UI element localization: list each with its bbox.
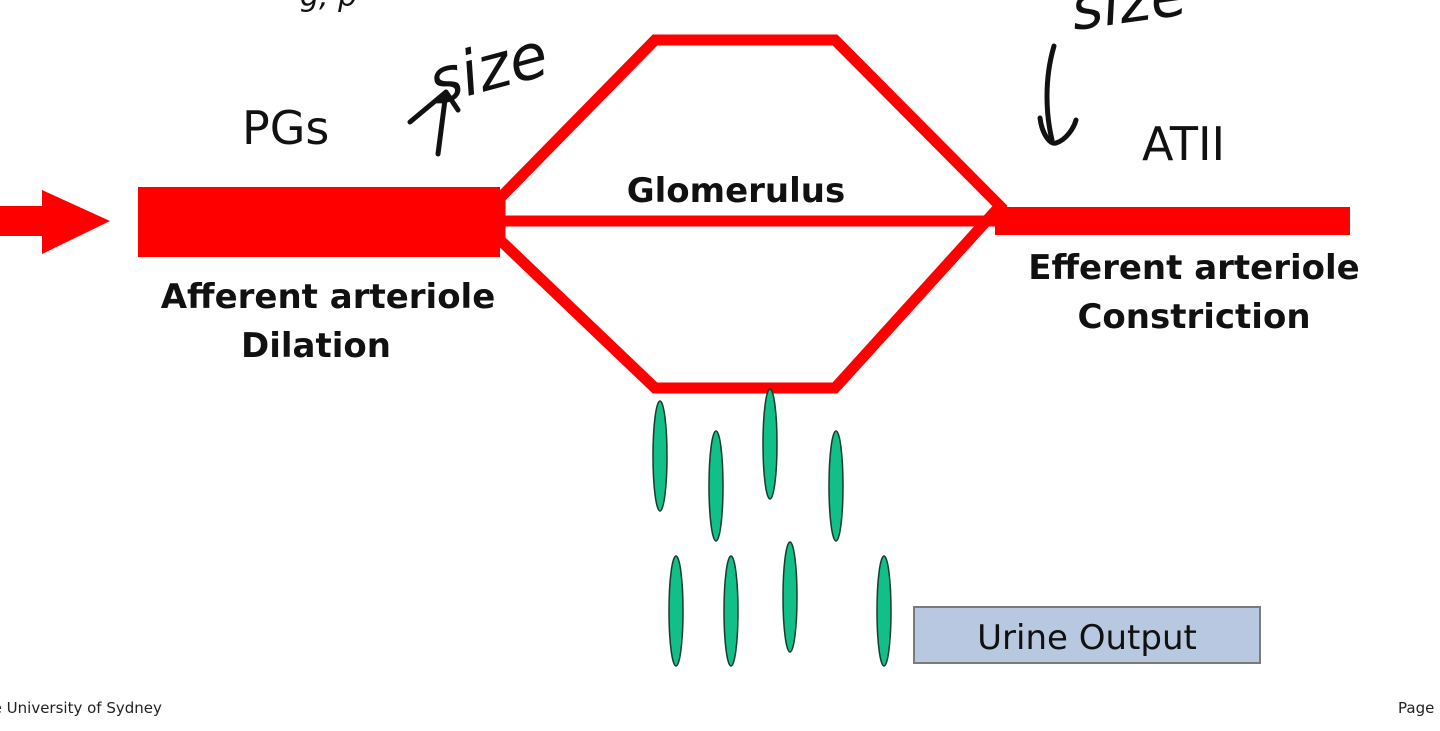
handwritten-size-right: size	[1067, 0, 1192, 45]
urine-output-label: Urine Output	[977, 618, 1197, 658]
efferent-constriction-label: Constriction	[1077, 297, 1310, 337]
footer-university: The University of Sydney	[0, 699, 162, 717]
top-handwriting-fragment: g, p	[300, 0, 357, 14]
filtrate-drop	[652, 400, 668, 512]
afferent-arteriole	[138, 187, 500, 257]
handwritten-annotation-left: size	[407, 18, 555, 157]
filtrate-drop	[762, 388, 778, 500]
urine-output-box	[913, 606, 1261, 664]
afferent-dilation-label: Dilation	[241, 326, 391, 366]
pgs-label: PGs	[242, 101, 329, 155]
down-arrow-icon	[1037, 43, 1079, 146]
up-arrow-icon	[407, 89, 461, 157]
filtrate-drop	[828, 430, 844, 542]
filtrate-drop	[782, 541, 798, 653]
footer-page: Page	[1398, 699, 1434, 717]
filtrate-drop	[723, 555, 739, 667]
atii-label: ATII	[1142, 117, 1225, 171]
incoming-flow-arrow	[0, 190, 110, 254]
efferent-arteriole	[995, 207, 1350, 235]
filtrate-drop	[708, 430, 724, 542]
filtrate-drop	[876, 555, 892, 667]
afferent-arteriole-label: Afferent arteriole	[161, 277, 496, 317]
filtrate-drops	[652, 388, 892, 667]
filtrate-drop	[668, 555, 684, 667]
efferent-arteriole-label: Efferent arteriole	[1028, 248, 1359, 288]
glomerulus-label: Glomerulus	[627, 171, 845, 211]
glomerulus-capillary-loop	[494, 34, 1008, 394]
handwritten-size-left: size	[420, 18, 555, 120]
